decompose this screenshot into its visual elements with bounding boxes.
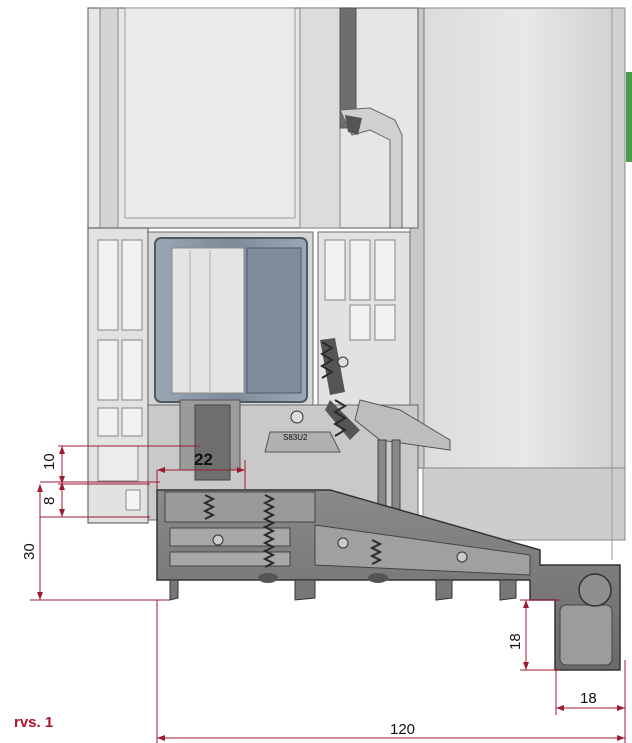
dimension-8-label: 8 [41, 497, 58, 505]
dimension-18-horizontal-label: 18 [580, 690, 597, 707]
frame-chambers-right [317, 231, 411, 413]
steel-reinforcement [147, 231, 314, 408]
springs [202, 341, 383, 568]
dimension-30-label: 30 [21, 543, 38, 560]
dimension-lines [30, 445, 626, 743]
sash-profile [87, 7, 419, 229]
figure-caption: rvs. 1 [14, 714, 54, 731]
green-accent-strip [626, 72, 632, 162]
glass-pane [409, 7, 626, 560]
dimension-120-label: 120 [390, 721, 415, 738]
threshold-profile [156, 489, 621, 671]
dimension-10-label: 10 [41, 453, 58, 470]
dimension-18-vertical-label: 18 [507, 633, 524, 650]
dimension-arrows [37, 446, 625, 741]
dimension-22-label: 22 [194, 450, 213, 469]
seal-label: S83U2 [283, 433, 308, 442]
frame-chambers-left [87, 227, 149, 524]
